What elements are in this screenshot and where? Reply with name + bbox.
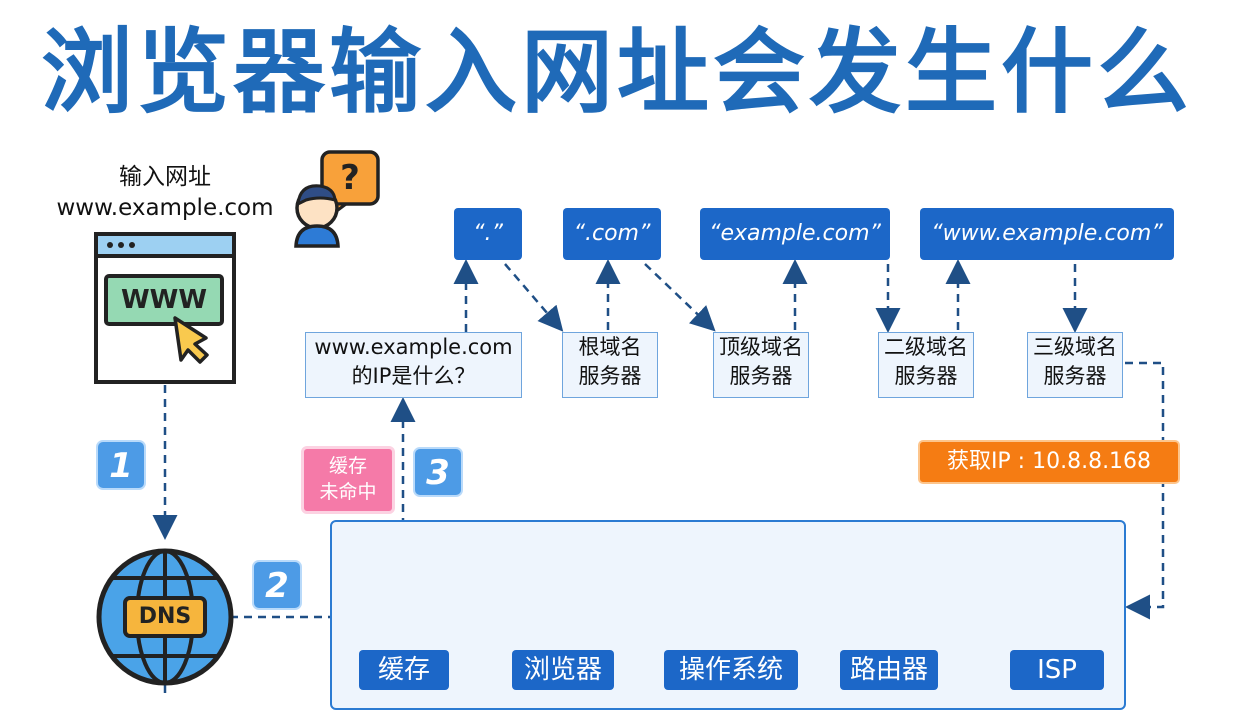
- dns-label: DNS: [138, 604, 192, 629]
- step-3-badge: 3: [413, 447, 463, 497]
- ip-result-badge: 获取IP : 10.8.8.168: [918, 440, 1180, 484]
- second-level-server-box: 二级域名 服务器: [878, 332, 974, 398]
- browser-window-icon: [94, 232, 236, 384]
- step-1-badge: 1: [96, 440, 146, 490]
- query-box: www.example.com 的IP是什么？: [305, 332, 522, 398]
- cache-miss-line-1: 缓存: [328, 455, 367, 477]
- input-url-caption: 输入网址: [119, 164, 211, 190]
- root-server-box: 根域名 服务器: [562, 332, 658, 398]
- page-title: 浏览器输入网址会发生什么: [40, 19, 1193, 126]
- component-cache-label: 缓存: [359, 650, 449, 690]
- domain-example-chip: “example.com”: [700, 208, 890, 260]
- second-server-line-1: 二级域名: [884, 335, 968, 359]
- query-line-2: 的IP是什么？: [351, 364, 476, 388]
- component-router-label: 路由器: [840, 650, 938, 690]
- cache-miss-line-2: 未命中: [319, 481, 377, 503]
- cache-miss-badge: 缓存 未命中: [301, 446, 395, 514]
- question-mark-icon: ?: [340, 158, 360, 198]
- query-line-1: www.example.com: [314, 335, 513, 359]
- tld-server-line-1: 顶级域名: [719, 335, 803, 359]
- root-server-line-1: 根域名: [578, 335, 642, 359]
- tld-server-line-2: 服务器: [729, 364, 793, 388]
- www-text: WWW: [120, 285, 208, 315]
- dns-globe-icon: [96, 548, 234, 686]
- component-os-label: 操作系统: [664, 650, 798, 690]
- person-question-icon: [294, 150, 380, 248]
- input-url-label: 输入网址 www.example.com: [30, 162, 300, 224]
- third-server-line-1: 三级域名: [1033, 335, 1117, 359]
- third-level-server-box: 三级域名 服务器: [1027, 332, 1123, 398]
- component-isp-label: ISP: [1010, 650, 1104, 690]
- component-browser-label: 浏览器: [512, 650, 614, 690]
- second-server-line-2: 服务器: [894, 364, 958, 388]
- step-2-badge: 2: [252, 560, 302, 610]
- domain-com-chip: “.com”: [563, 208, 661, 260]
- third-server-line-2: 服务器: [1043, 364, 1107, 388]
- tld-server-box: 顶级域名 服务器: [713, 332, 809, 398]
- domain-www-chip: “www.example.com”: [920, 208, 1174, 260]
- input-url-value: www.example.com: [56, 195, 274, 221]
- domain-root-chip: “.”: [454, 208, 522, 260]
- root-server-line-2: 服务器: [578, 364, 642, 388]
